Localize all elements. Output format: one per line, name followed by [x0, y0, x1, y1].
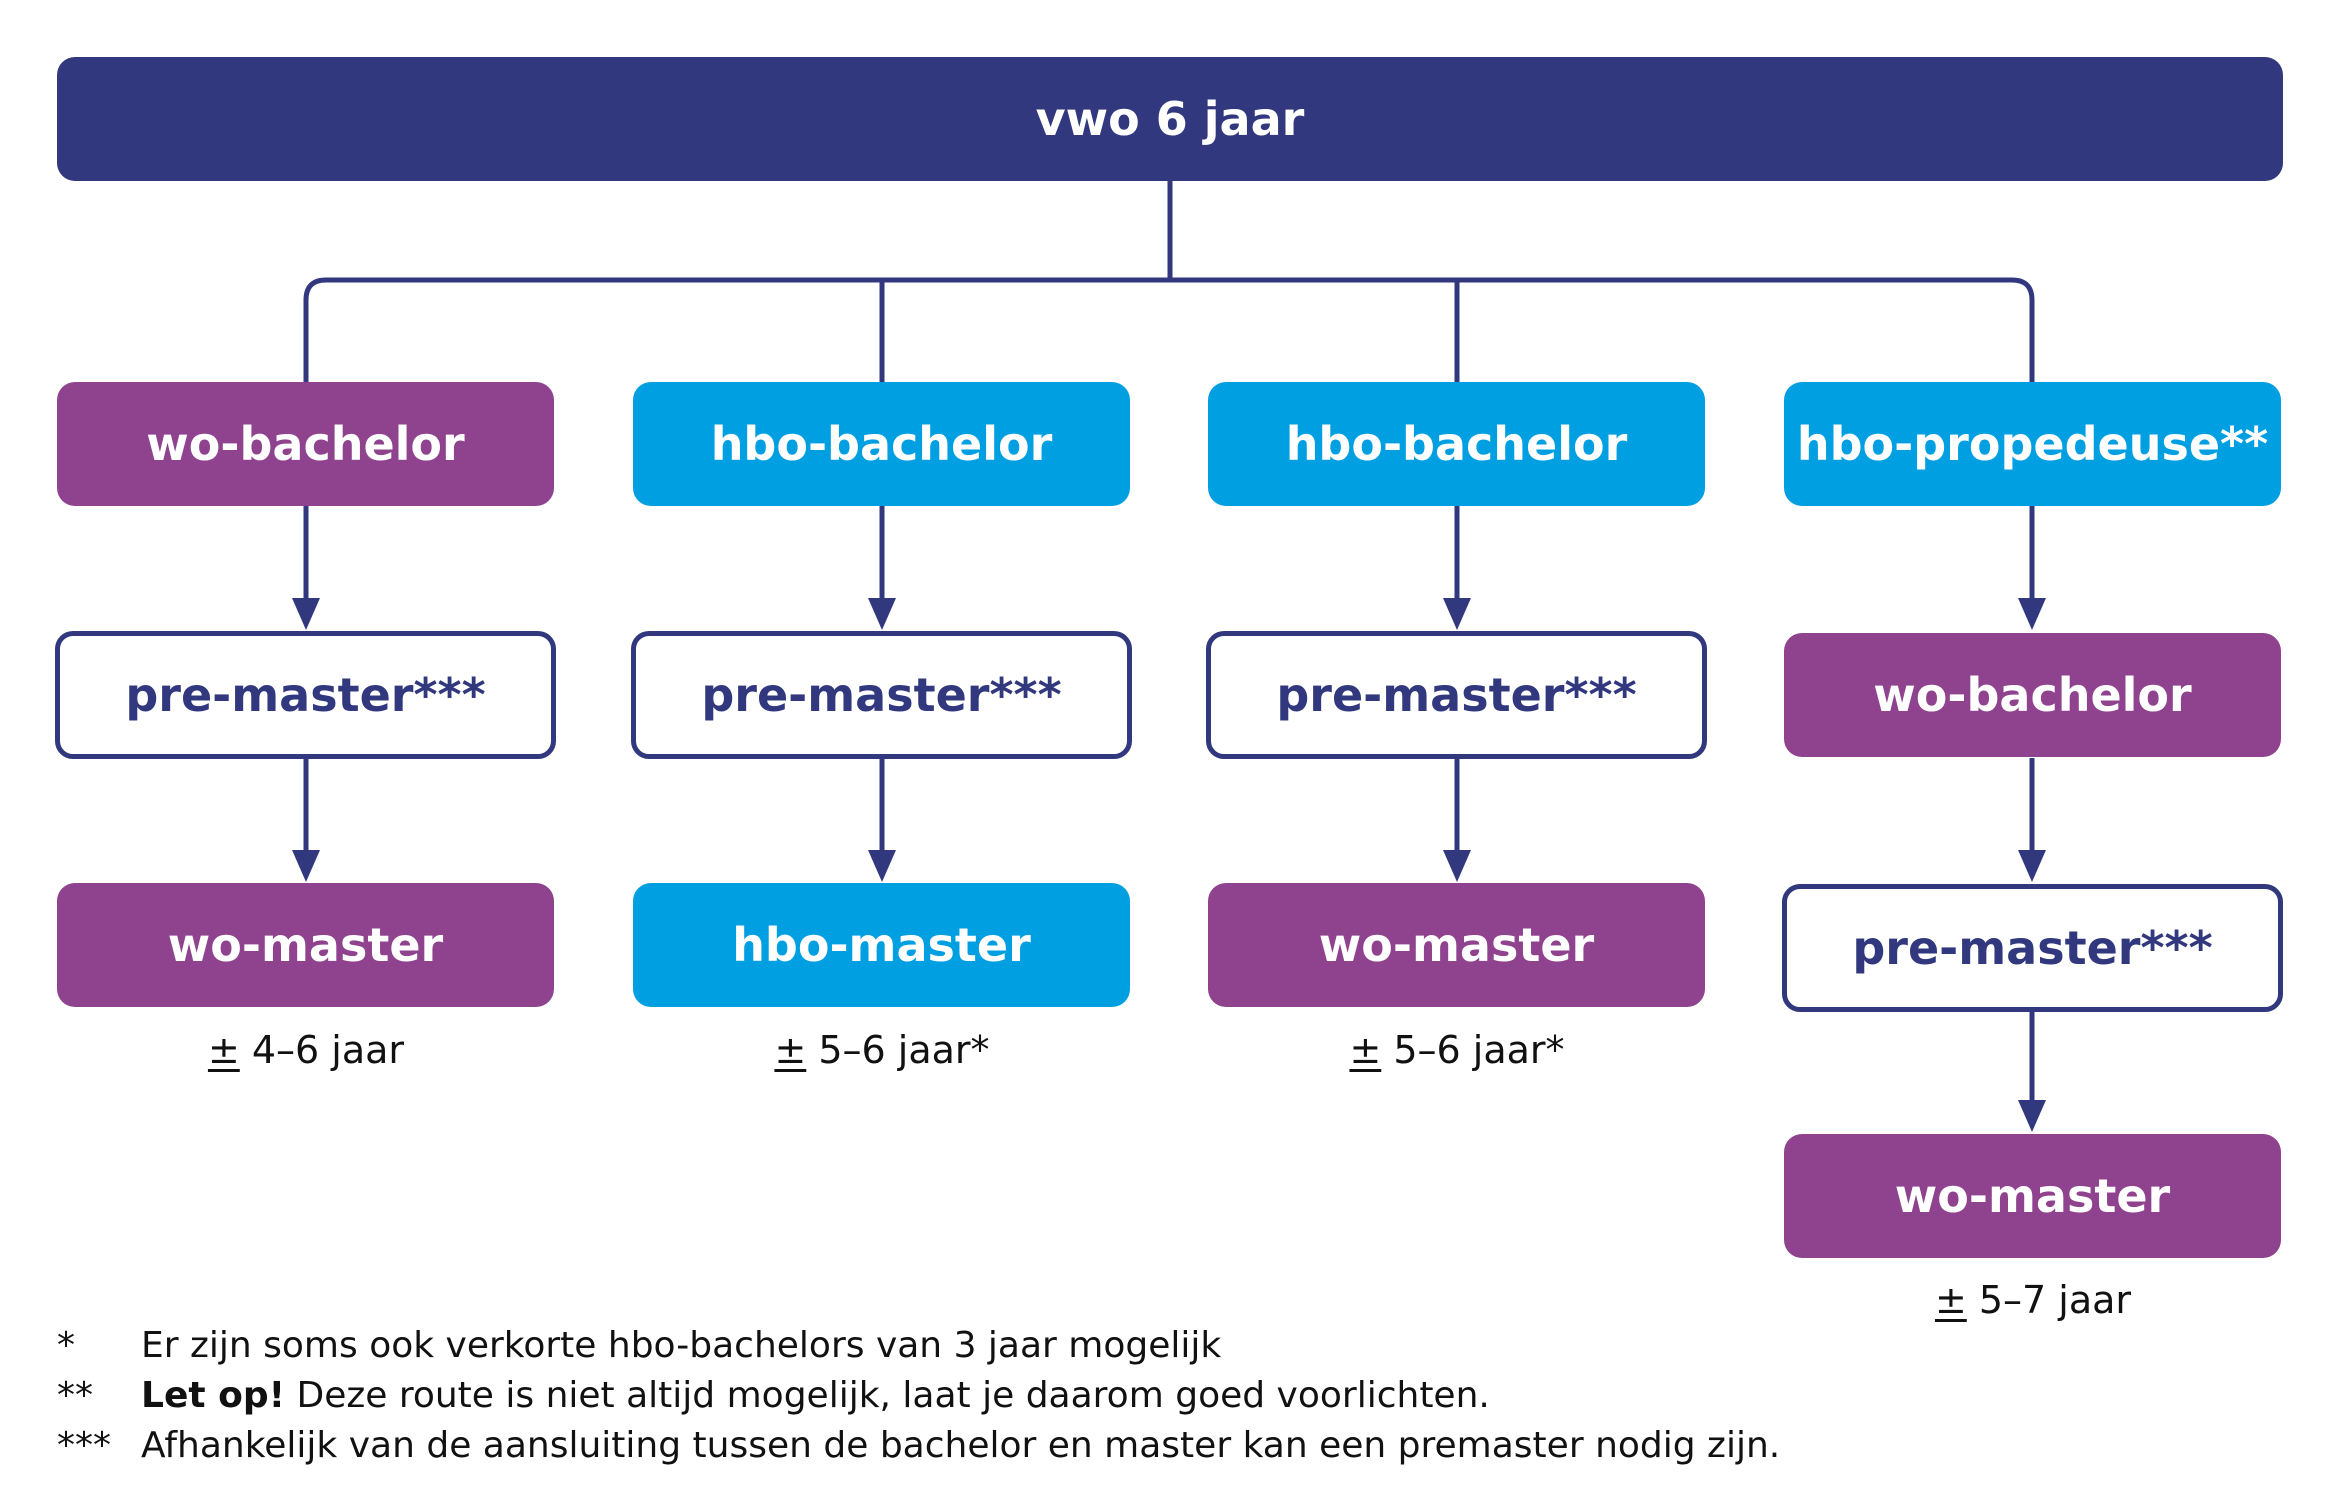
col3-step3-wo-master: wo-master [1208, 883, 1705, 1007]
col1-step1-wo-bachelor: wo-bachelor [57, 382, 554, 506]
vwo-box: vwo 6 jaar [57, 57, 2283, 181]
col1-step2-pre-master: pre-master*** [55, 631, 556, 759]
footnote-3-text: Afhankelijk van de aansluiting tussen de… [141, 1425, 1781, 1466]
footnote-1-text: Er zijn soms ook verkorte hbo-bachelors … [141, 1325, 1222, 1366]
col2-step2-pre-master: pre-master*** [631, 631, 1132, 759]
footnote-1: * Er zijn soms ook verkorte hbo-bachelor… [57, 1325, 2257, 1371]
col3-duration: ± 5–6 jaar* [1349, 1028, 1565, 1072]
footnote-2-text: Let op! Deze route is niet altijd mogeli… [141, 1375, 1490, 1416]
col3-step2-pre-master: pre-master*** [1206, 631, 1707, 759]
footnote-2-mark: ** [57, 1375, 93, 1416]
col4-step3-pre-master: pre-master*** [1782, 884, 2283, 1012]
footnote-2: ** Let op! Deze route is niet altijd mog… [57, 1375, 2257, 1421]
col4-step1-hbo-propedeuse: hbo-propedeuse** [1784, 382, 2281, 506]
col2-duration: ± 5–6 jaar* [774, 1028, 990, 1072]
col2-step1-hbo-bachelor: hbo-bachelor [633, 382, 1130, 506]
col3-step1-hbo-bachelor: hbo-bachelor [1208, 382, 1705, 506]
col4-step2-wo-bachelor: wo-bachelor [1784, 633, 2281, 757]
footnote-1-mark: * [57, 1325, 75, 1366]
footnote-3-mark: *** [57, 1425, 111, 1466]
col2-step3-hbo-master: hbo-master [633, 883, 1130, 1007]
col1-step3-wo-master: wo-master [57, 883, 554, 1007]
col4-step4-wo-master: wo-master [1784, 1134, 2281, 1258]
footnote-3: *** Afhankelijk van de aansluiting tusse… [57, 1425, 2257, 1471]
col4-duration: ± 5–7 jaar [1934, 1278, 2132, 1322]
col1-duration: ± 4–6 jaar [207, 1028, 405, 1072]
